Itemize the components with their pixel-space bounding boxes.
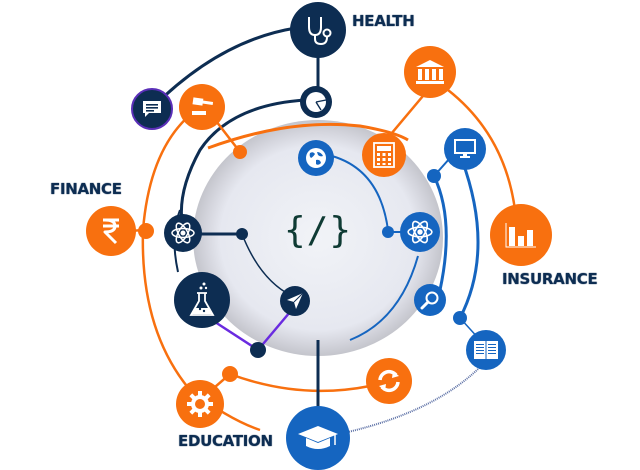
bar-chart-node xyxy=(490,204,552,266)
flask-icon xyxy=(189,282,215,316)
bar-chart-icon xyxy=(505,223,536,248)
stethoscope-node xyxy=(290,2,346,58)
book-icon xyxy=(474,341,498,359)
orange-bottom-arc xyxy=(229,372,387,393)
navy-inner-arc xyxy=(179,98,306,223)
rupee-node xyxy=(86,206,136,256)
dot-navy-center-left xyxy=(236,228,248,240)
calculator-icon xyxy=(373,142,395,168)
atom-left-node xyxy=(164,214,202,252)
gavel-node xyxy=(179,84,225,130)
atom-icon xyxy=(171,222,195,244)
blue-globe-arc xyxy=(331,155,389,231)
blue-book-edu-arc xyxy=(347,361,486,433)
purple-plane-link xyxy=(257,311,291,351)
orange-right-arc xyxy=(447,89,517,211)
dot-orange-top xyxy=(233,145,247,159)
orange-bank-link xyxy=(385,89,429,141)
calculator-node xyxy=(362,133,406,177)
rupee-icon xyxy=(103,218,119,245)
orange-ring-top xyxy=(207,122,409,150)
bank-node xyxy=(404,46,456,98)
chat-node xyxy=(131,88,173,130)
graduation-cap-icon xyxy=(298,426,338,449)
refresh-node xyxy=(366,358,412,404)
bank-icon xyxy=(416,60,444,84)
globe-node xyxy=(298,140,334,176)
paper-plane-node xyxy=(280,286,310,316)
flask-node xyxy=(174,272,230,328)
navy-outer-arc xyxy=(150,26,297,110)
blue-inner-right-arc xyxy=(432,175,448,291)
chat-icon xyxy=(143,101,161,117)
category-label-education: EDUCATION xyxy=(178,432,273,450)
category-label-health: HEALTH xyxy=(352,12,415,30)
atom-right-node xyxy=(400,212,440,252)
dot-blue-book xyxy=(453,311,467,325)
monitor-node xyxy=(444,128,486,170)
code-symbol: {/} xyxy=(283,209,353,251)
blue-outer-right-arc xyxy=(458,159,480,319)
graduation-cap-node xyxy=(286,406,350,470)
category-label-finance: FINANCE xyxy=(50,180,122,198)
stethoscope-icon xyxy=(308,17,332,46)
dot-blue-monitor xyxy=(427,169,441,183)
refresh-icon xyxy=(378,369,400,393)
globe-icon xyxy=(306,148,326,168)
dot-orange-gear xyxy=(222,366,238,382)
dot-navy-bottom xyxy=(250,342,266,358)
monitor-icon xyxy=(454,139,476,158)
gear-node xyxy=(176,380,224,428)
center-disc xyxy=(193,120,443,356)
search-icon xyxy=(420,291,439,310)
purple-flask-link xyxy=(214,320,259,352)
pie-chart-icon xyxy=(306,92,327,112)
dot-orange-finance xyxy=(138,223,154,239)
dot-blue-center-right xyxy=(382,226,394,238)
paper-plane-icon xyxy=(287,292,304,309)
gear-icon xyxy=(187,391,213,417)
pie-chart-node xyxy=(300,86,332,118)
search-node xyxy=(414,284,446,316)
category-label-insurance: INSURANCE xyxy=(502,270,598,288)
blue-atom-down xyxy=(349,255,419,341)
atom-icon xyxy=(407,220,433,244)
gavel-icon xyxy=(192,97,214,115)
book-node xyxy=(466,330,506,370)
